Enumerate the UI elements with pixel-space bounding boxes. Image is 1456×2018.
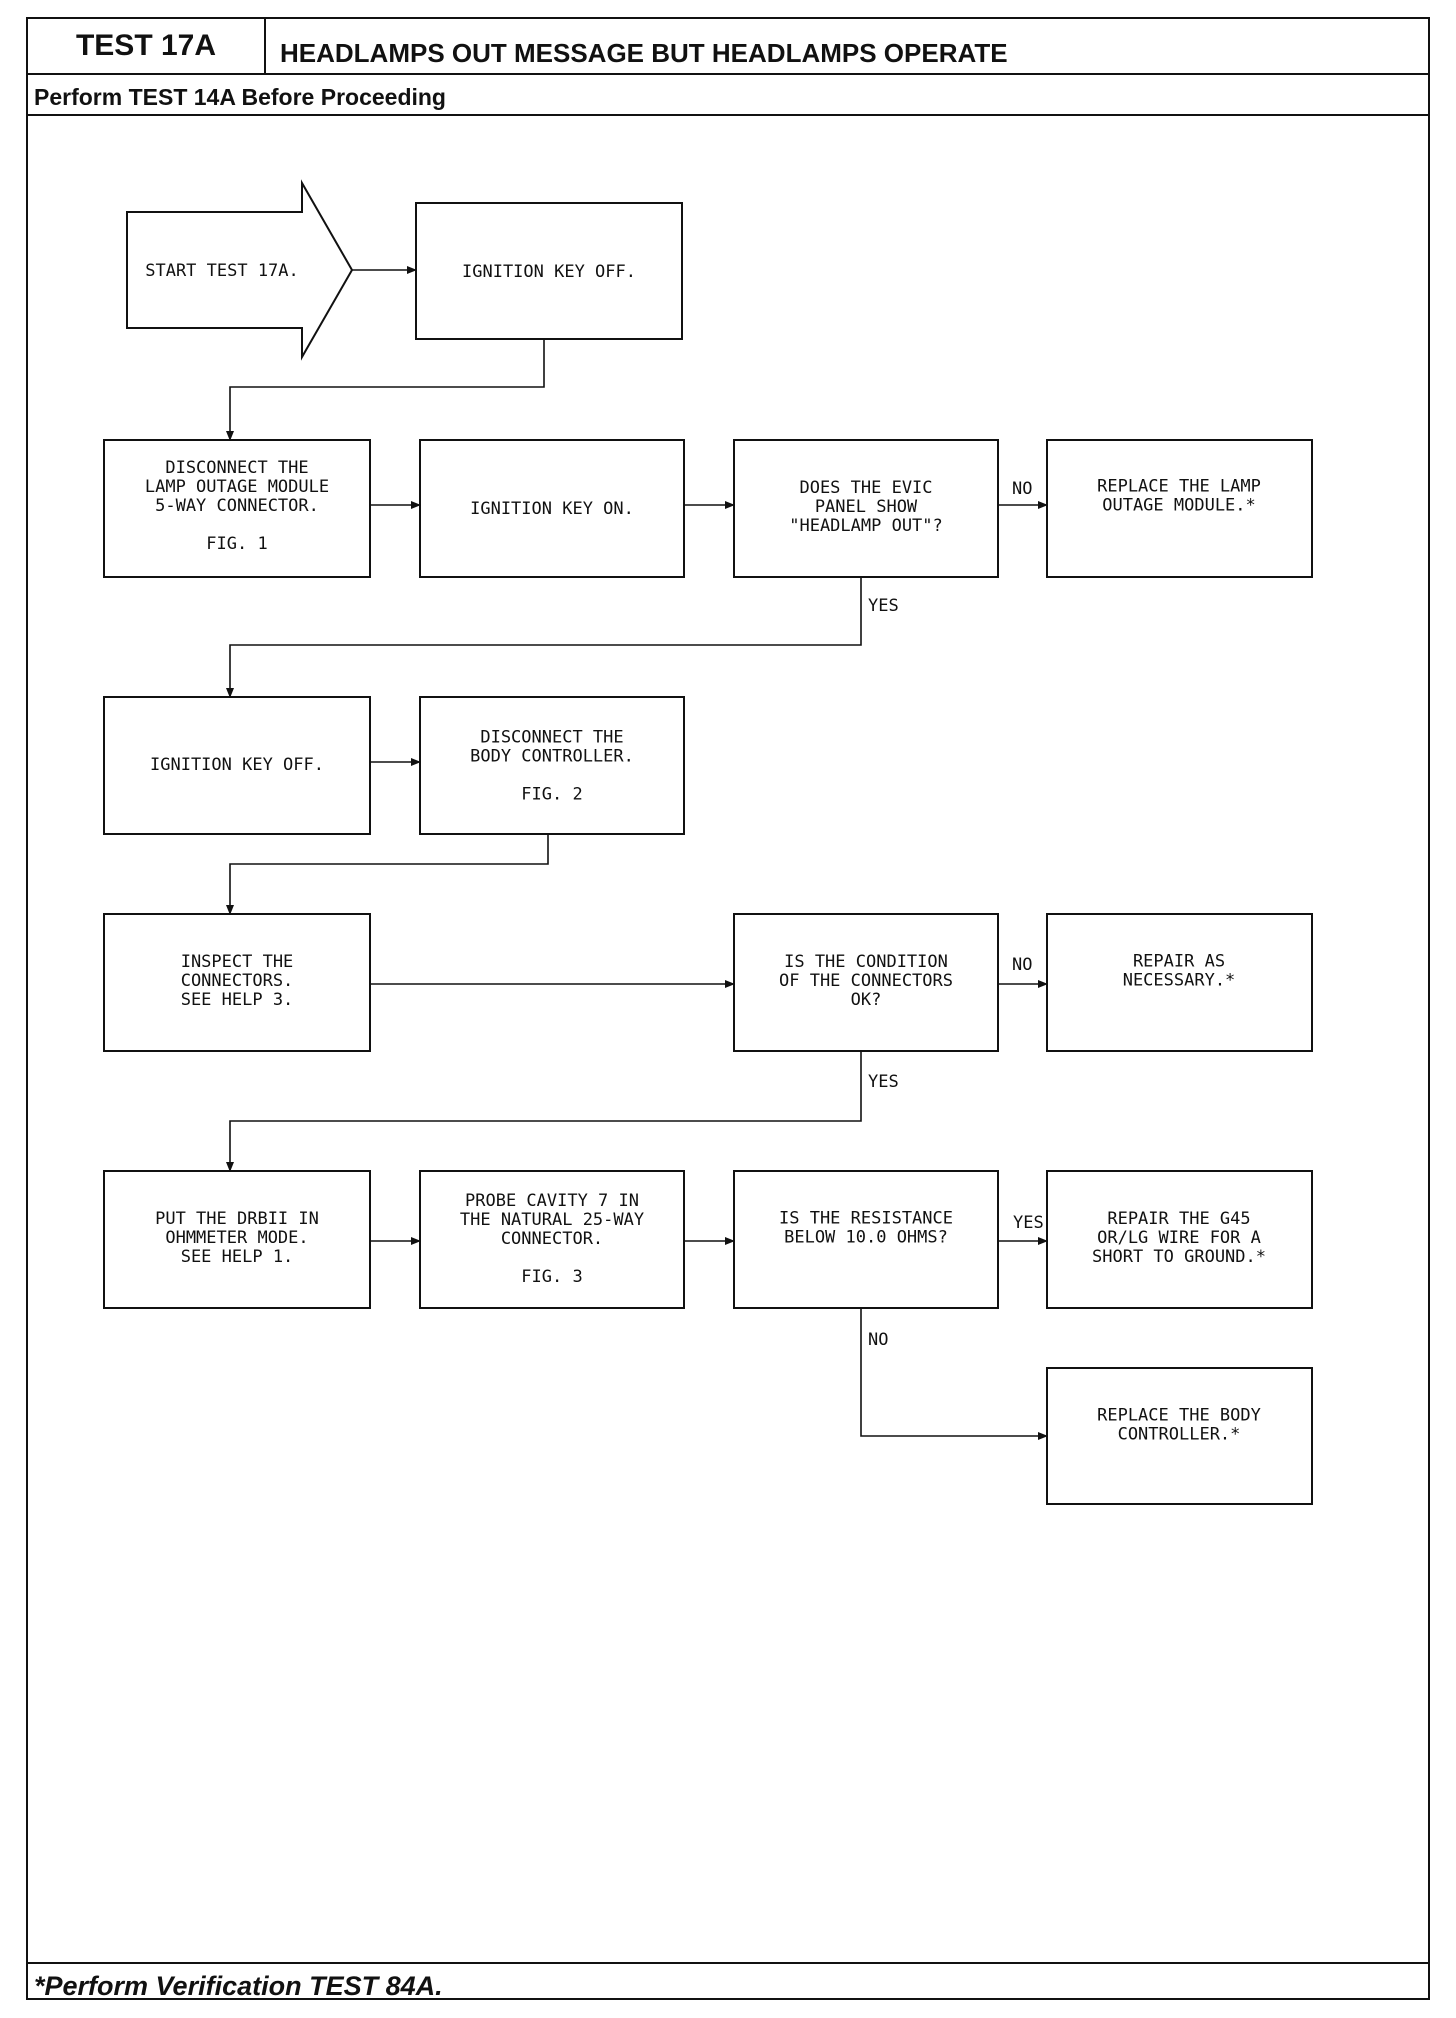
edge-label-resistance-no: NO [868, 1330, 888, 1350]
node-text-line: BELOW 10.0 OHMS? [784, 1228, 948, 1248]
node-text-line: PUT THE DRBII IN [155, 1209, 319, 1229]
edge-key-off-to-disconnect-lom [226, 339, 545, 441]
node-text-line: NECESSARY.* [1123, 971, 1236, 991]
node-text-line: CONNECTORS. [181, 971, 294, 991]
node-key-off-2-text: IGNITION KEY OFF. [150, 755, 324, 775]
node-disconnect-lom [103, 439, 371, 578]
node-text-line: SEE HELP 1. [181, 1247, 294, 1267]
node-text-line: REPAIR THE G45 [1107, 1209, 1250, 1229]
test-id: TEST 17A [75, 29, 217, 62]
node-text-line: FIG. 3 [521, 1267, 582, 1287]
start-node [126, 179, 354, 361]
node-text-line: OF THE CONNECTORS [779, 971, 953, 991]
node-text-line: FIG. 2 [521, 785, 582, 805]
header-divider [26, 73, 1430, 75]
subheader-divider [26, 114, 1430, 116]
footer-divider [26, 1962, 1430, 1964]
node-text-line: IGNITION KEY OFF. [150, 755, 324, 775]
edge-label-condition-no: NO [1012, 955, 1032, 975]
node-text-line: "HEADLAMP OUT"? [789, 516, 943, 536]
node-text-line: DOES THE EVIC [799, 478, 932, 498]
edge-label-evic-yes: YES [868, 596, 899, 616]
node-text-line: CONTROLLER.* [1118, 1425, 1241, 1445]
node-key-off-1-text: IGNITION KEY OFF. [462, 262, 636, 282]
node-text-line: PROBE CAVITY 7 IN [465, 1191, 639, 1211]
node-drbii [103, 1170, 371, 1309]
node-key-off-2 [103, 696, 371, 835]
node-text-line: REPAIR AS [1133, 952, 1225, 972]
prerequisite-note: Perform TEST 14A Before Proceeding [34, 83, 446, 110]
node-text-line: OHMMETER MODE. [165, 1228, 308, 1248]
node-text-line: SEE HELP 3. [181, 990, 294, 1010]
edge-label-evic-no: NO [1012, 479, 1032, 499]
node-text-line: OUTAGE MODULE.* [1102, 496, 1256, 516]
page-title: HEADLAMPS OUT MESSAGE BUT HEADLAMPS OPER… [280, 37, 1008, 68]
node-text-line: DISCONNECT THE [480, 728, 623, 748]
node-text-line: SHORT TO GROUND.* [1092, 1247, 1266, 1267]
node-text-line: REPLACE THE LAMP [1097, 477, 1261, 497]
node-text-line: DISCONNECT THE [165, 458, 308, 478]
edge-label-resistance-yes: YES [1013, 1213, 1044, 1233]
verification-note: *Perform Verification TEST 84A. [34, 1970, 443, 2001]
node-text-line: OK? [851, 990, 882, 1010]
node-text-line: BODY CONTROLLER. [470, 747, 634, 767]
node-text-line: REPLACE THE BODY [1097, 1406, 1261, 1426]
node-text-line: IGNITION KEY OFF. [462, 262, 636, 282]
node-start-text: START TEST 17A. [145, 261, 299, 281]
node-inspect [103, 913, 371, 1052]
node-text-line: OR/LG WIRE FOR A [1097, 1228, 1261, 1248]
node-text-line: CONNECTOR. [501, 1229, 603, 1249]
node-key-on-text: IGNITION KEY ON. [470, 499, 634, 519]
edge-resistance-no [860, 1308, 1048, 1440]
node-text-line: IS THE CONDITION [784, 952, 948, 972]
edge-disconnect-bc-to-inspect [226, 834, 549, 915]
node-text-line: THE NATURAL 25-WAY [460, 1210, 644, 1230]
node-text-line: FIG. 1 [206, 534, 267, 554]
edge-label-condition-yes: YES [868, 1072, 899, 1092]
node-text-line: IGNITION KEY ON. [470, 499, 634, 519]
node-text-line: LAMP OUTAGE MODULE [145, 477, 329, 497]
test-id-divider [264, 17, 266, 74]
node-text-line: START TEST 17A. [145, 261, 299, 281]
edge-evic-yes [226, 577, 862, 698]
edge-condition-yes [226, 1051, 862, 1172]
node-text-line: 5-WAY CONNECTOR. [155, 496, 319, 516]
node-text-line: IS THE RESISTANCE [779, 1209, 953, 1229]
node-text-line: PANEL SHOW [815, 497, 918, 517]
page-border [26, 17, 1430, 2000]
node-text-line: INSPECT THE [181, 952, 294, 972]
